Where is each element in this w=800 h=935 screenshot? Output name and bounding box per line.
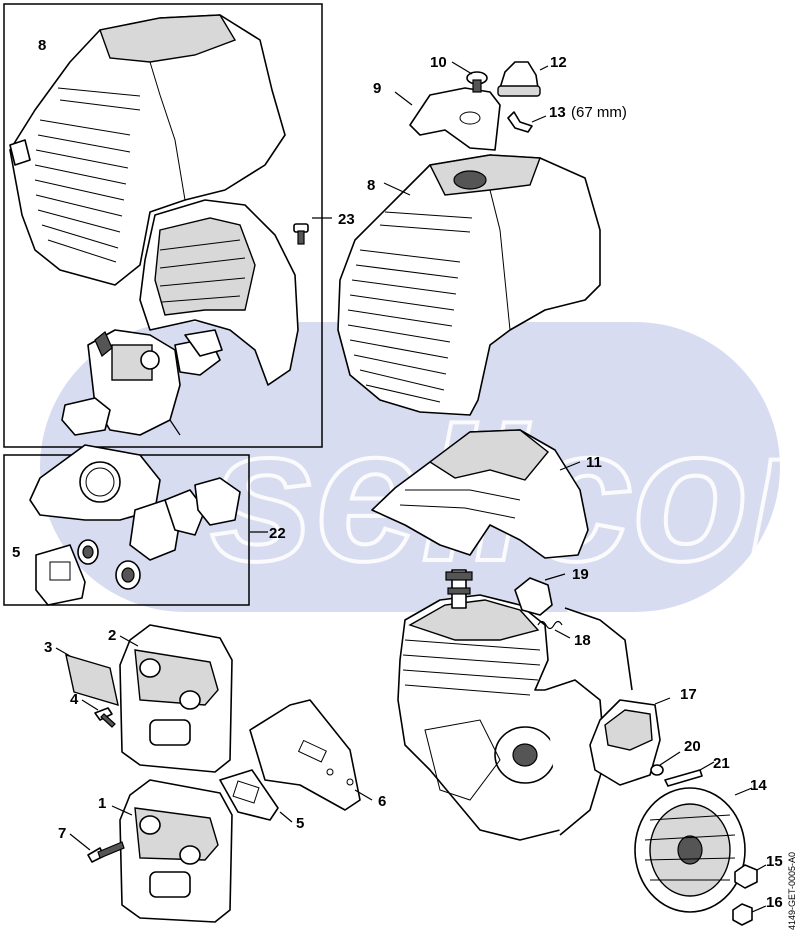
label-20: 20 (684, 738, 701, 755)
watermark-band (40, 322, 780, 612)
washer-20 (650, 751, 681, 776)
screen-3 (55, 647, 119, 707)
baffle-11 (371, 429, 589, 559)
label-10: 10 (430, 54, 447, 71)
screw-10 (451, 61, 488, 93)
engine-block (397, 569, 606, 841)
label-16: 16 (766, 894, 783, 911)
label-9: 9 (373, 80, 381, 97)
label-13-note: (67 mm) (571, 104, 627, 121)
shroud-8-left (9, 14, 286, 286)
label-19: 19 (572, 566, 589, 583)
label-11: 11 (586, 454, 602, 471)
screw-4 (81, 699, 116, 728)
plate-6 (249, 699, 373, 811)
spring-18 (537, 620, 571, 639)
label-14: 14 (750, 777, 767, 794)
label-21: 21 (713, 755, 730, 772)
muffler-2 (119, 624, 233, 773)
screw-23 (293, 217, 332, 245)
ignition-module-17 (564, 607, 671, 786)
label-18: 18 (574, 632, 591, 649)
muffler-1 (111, 779, 233, 923)
screw-21 (664, 761, 715, 787)
kit-box-upper (3, 3, 323, 448)
label-7: 7 (58, 825, 66, 842)
hose-13 (507, 111, 547, 133)
label-8-right: 8 (367, 177, 375, 194)
label-13: 13 (549, 104, 566, 121)
gasket-5-lower (219, 769, 293, 823)
gasket-kit-22 (29, 444, 268, 606)
label-17: 17 (680, 686, 697, 703)
label-6: 6 (378, 793, 386, 810)
label-5-upper: 5 (12, 544, 20, 561)
part-labels: 8 23 22 5 9 10 12 13 (67 mm) 8 11 19 18 … (12, 37, 783, 911)
carburetor (61, 329, 223, 436)
label-8-left: 8 (38, 37, 46, 54)
label-2: 2 (108, 627, 116, 644)
flywheel-14 (634, 787, 753, 913)
label-15: 15 (766, 853, 783, 870)
label-4: 4 (70, 691, 79, 708)
nut-15 (734, 864, 767, 889)
label-12: 12 (550, 54, 567, 71)
plug-boot-19 (514, 573, 566, 616)
label-5-lower: 5 (296, 815, 304, 832)
label-3: 3 (44, 639, 52, 656)
document-id: 4149-GET-0005-A0 (787, 852, 797, 930)
nut-16 (732, 903, 767, 926)
label-1: 1 (98, 795, 106, 812)
label-22: 22 (269, 525, 286, 542)
engine-cover (139, 199, 299, 386)
shroud-8-right (337, 154, 601, 416)
cover-9 (394, 87, 501, 151)
screw-7 (69, 833, 125, 863)
primer-bulb-12 (497, 61, 549, 97)
label-23: 23 (338, 211, 355, 228)
